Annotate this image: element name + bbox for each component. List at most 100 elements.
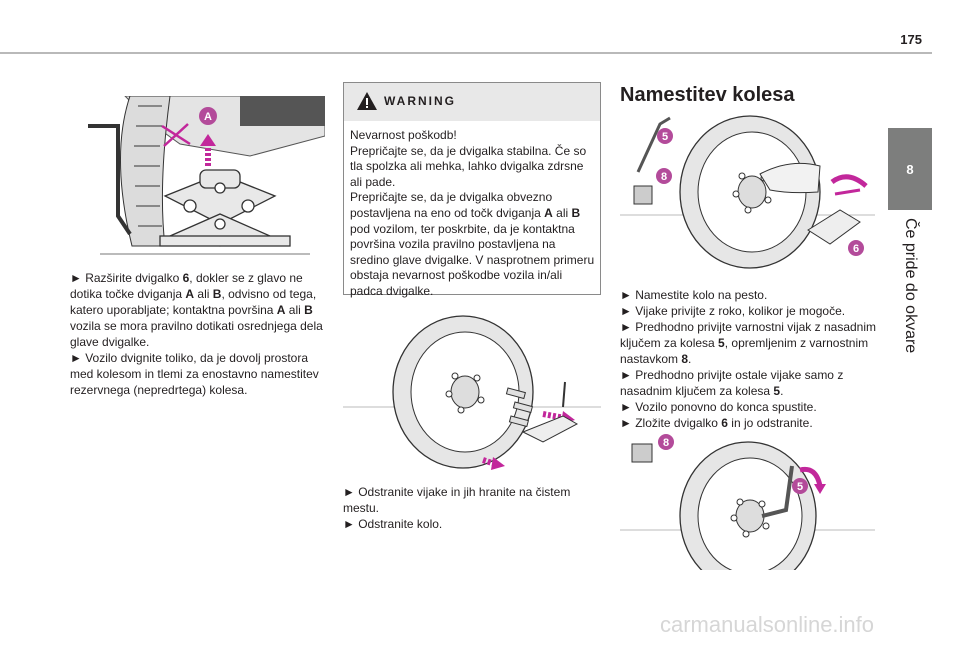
text-run: , odvisno od tega,: [221, 287, 317, 301]
text-run: katero uporabljate; kontaktna površina: [70, 303, 277, 317]
text-run: ► Vozilo dvignite toliko, da je dovolj p…: [70, 351, 309, 365]
text-line: Prepričajte se, da je dvigalka obvezno: [350, 190, 596, 206]
text-line: katero uporabljate; kontaktna površina A…: [70, 302, 335, 318]
text-line: nastavkom 8.: [620, 351, 882, 367]
text-run: ključem za kolesa: [620, 336, 719, 350]
watermark: carmanualsonline.info: [660, 612, 875, 637]
text-run: .: [688, 352, 692, 366]
bold-ref: 6: [182, 271, 190, 285]
text-line: nasadnim ključem za kolesa 5.: [620, 383, 882, 399]
section-title: Namestitev kolesa: [620, 84, 795, 106]
text-run: med kolesom in tlemi za enostavno namest…: [70, 367, 319, 381]
bold-ref: 8: [681, 352, 689, 366]
bold-ref: B: [212, 287, 222, 301]
text-line: rezervnega (nepredrtega) kolesa.: [70, 382, 335, 398]
text-line: Prepričajte se, da je dvigalka stabilna.…: [350, 144, 596, 160]
warning-text: Nevarnost poškodb!Prepričajte se, da je …: [350, 128, 596, 300]
text-line: mestu.: [343, 500, 603, 516]
text-line: med kolesom in tlemi za enostavno namest…: [70, 366, 335, 382]
text-run: in jo odstranite.: [727, 416, 813, 430]
text-line: ► Vozilo dvignite toliko, da je dovolj p…: [70, 350, 335, 366]
callout-8-second: 8: [663, 437, 669, 449]
wheel-fitting-illustration: 5 8 6: [620, 110, 875, 270]
text-line: Nevarnost poškodb!: [350, 128, 596, 144]
text-line: površina vozila pravilno postavljena na: [350, 237, 596, 253]
text-run: rezervnega (nepredrtega) kolesa.: [70, 383, 248, 397]
text-run: ali: [194, 287, 213, 301]
text-run: ► Predhodno privijte ostale vijake samo …: [620, 368, 844, 382]
text-run: nasadnim ključem za kolesa: [620, 384, 774, 398]
text-run: tla spolzka ali mehka, lahko dvigalka zd…: [350, 159, 584, 174]
text-line: sredino glave dvigalke. V nasprotnem pri…: [350, 253, 596, 269]
bold-ref: B: [304, 303, 313, 317]
text-run: ► Odstranite kolo.: [343, 517, 443, 531]
bold-ref: A: [276, 303, 286, 317]
text-line: ► Zložite dvigalko 6 in jo odstranite.: [620, 415, 882, 431]
bolt-tightening-illustration: 8 5: [620, 430, 875, 570]
text-line: vozila se mora pravilno dotikati osrednj…: [70, 318, 335, 334]
middle-instructions: ► Odstranite vijake in jih hranite na či…: [343, 484, 603, 532]
bold-ref: A: [185, 287, 195, 301]
text-line: ► Predhodno privijte varnostni vijak z n…: [620, 319, 882, 335]
bold-ref: B: [571, 205, 581, 220]
text-line: pod vozilom, ter poskrbite, da je kontak…: [350, 222, 596, 238]
text-run: .: [780, 384, 784, 398]
text-run: glave dvigalke.: [70, 335, 150, 349]
bold-ref: 6: [721, 416, 728, 430]
text-run: ► Namestite kolo na pesto.: [620, 288, 768, 302]
chapter-title-vertical: Če pride do okvare: [882, 208, 938, 378]
text-run: , dokler se z glavo ne: [189, 271, 303, 285]
text-run: mestu.: [343, 501, 380, 515]
warning-box: WARNING Nevarnost poškodb!Prepričajte se…: [343, 82, 601, 298]
text-run: sredino glave dvigalke. V nasprotnem pri…: [350, 252, 595, 267]
text-run: , opremljenim z varnostnim: [724, 336, 869, 350]
text-run: ► Vijake privijte z roko, kolikor je mog…: [620, 304, 846, 318]
text-run: dotika točke dviganja: [70, 287, 186, 301]
text-run: ali: [552, 205, 572, 220]
text-line: glave dvigalke.: [70, 334, 335, 350]
chapter-tab[interactable]: 8: [888, 128, 932, 210]
text-line: padca dvigalke.: [350, 284, 596, 300]
text-run: nastavkom: [620, 352, 682, 366]
text-line: postavljena na eno od točk dviganja A al…: [350, 206, 596, 222]
text-run: ali pade.: [350, 174, 396, 189]
text-run: površina vozila pravilno postavljena na: [350, 237, 556, 252]
text-run: ► Odstranite vijake in jih hranite na či…: [343, 485, 571, 499]
text-line: ► Odstranite kolo.: [343, 516, 603, 532]
text-run: Prepričajte se, da je dvigalka obvezno: [350, 190, 553, 205]
text-line: tla spolzka ali mehka, lahko dvigalka zd…: [350, 159, 596, 175]
text-line: ► Predhodno privijte ostale vijake samo …: [620, 367, 882, 383]
bold-ref: 5: [718, 336, 725, 350]
warning-title: WARNING: [384, 94, 456, 108]
text-line: ► Razširite dvigalko 6, dokler se z glav…: [70, 270, 335, 286]
text-run: pod vozilom, ter poskrbite, da je kontak…: [350, 221, 575, 236]
text-run: ► Vozilo ponovno do konca spustite.: [620, 400, 817, 414]
jack-illustration: A: [70, 96, 325, 268]
text-line: dotika točke dviganja A ali B, odvisno o…: [70, 286, 335, 302]
bold-ref: 5: [773, 384, 781, 398]
right-instructions: ► Namestite kolo na pesto. ► Vijake privi…: [620, 287, 882, 431]
text-run: Prepričajte se, da je dvigalka stabilna.…: [350, 143, 587, 158]
text-run: postavljena na eno od točk dviganja: [350, 205, 545, 220]
warning-header: WARNING: [344, 83, 600, 121]
callout-5: 5: [662, 131, 668, 143]
text-line: ali pade.: [350, 175, 596, 191]
text-line: obstaja nevarnost poškodbe vozila in/ali: [350, 268, 596, 284]
text-line: ključem za kolesa 5, opremljenim z varno…: [620, 335, 882, 351]
callout-5-second: 5: [797, 481, 803, 493]
wheel-removal-illustration: [343, 312, 601, 472]
warning-triangle-icon: [357, 92, 377, 110]
text-run: Nevarnost poškodb!: [350, 128, 457, 142]
text-line: ► Vozilo ponovno do konca spustite.: [620, 399, 882, 415]
text-run: vozila se mora pravilno dotikati osrednj…: [70, 319, 323, 333]
chapter-number: 8: [906, 161, 914, 177]
callout-8: 8: [661, 171, 667, 183]
callout-6: 6: [853, 243, 859, 255]
bold-ref: A: [544, 205, 553, 220]
callout-a: A: [204, 111, 212, 123]
text-run: ► Zložite dvigalko: [620, 416, 722, 430]
left-instructions: ► Razširite dvigalko 6, dokler se z glav…: [70, 270, 335, 398]
text-run: ► Razširite dvigalko: [70, 271, 183, 285]
text-line: ► Namestite kolo na pesto.: [620, 287, 882, 303]
text-line: ► Vijake privijte z roko, kolikor je mog…: [620, 303, 882, 319]
